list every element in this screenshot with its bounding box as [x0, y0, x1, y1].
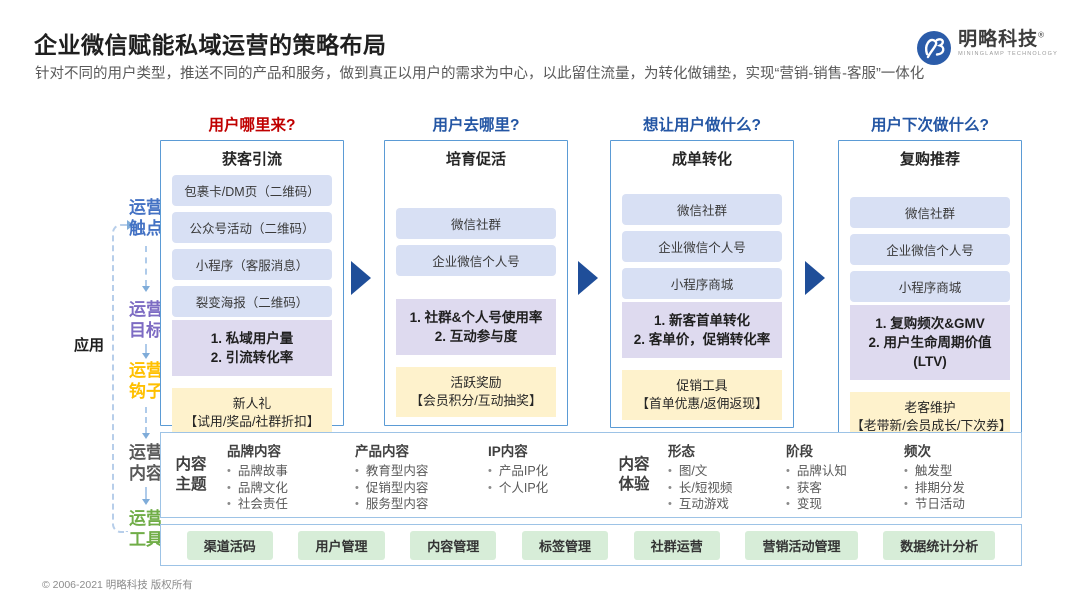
content-group-frequency: 频次 •触发型 •排期分发 •节日活动: [904, 444, 965, 511]
page-title: 企业微信赋能私域运营的策略布局: [34, 32, 387, 58]
bullet-icon: •: [488, 465, 492, 477]
touchpoint-chip: 小程序商城: [622, 268, 782, 299]
tools-section: 渠道活码 用户管理 内容管理 标签管理 社群运营 营销活动管理 数据统计分析: [160, 524, 1022, 566]
touchpoint-chip: 小程序（客服消息）: [172, 249, 332, 280]
tool-content-management: 内容管理: [410, 530, 497, 560]
bullet-icon: •: [227, 481, 231, 494]
touchpoint-chip: 企业微信个人号: [396, 245, 556, 276]
content-experience-label: 内容体验: [618, 456, 650, 493]
rail-label-tools: 运营工具: [129, 509, 163, 549]
touchpoint-list: 微信社群 企业微信个人号 小程序商城: [611, 191, 793, 302]
registered-mark: ®: [1038, 30, 1046, 40]
rail-label-hooks: 运营钩子: [129, 361, 163, 401]
mininglamp-logo-icon: [916, 30, 952, 71]
mininglamp-logo: 明略科技® MININGLAMP TECHNOLOGY: [916, 30, 1058, 71]
content-group-ip: IP内容 •产品IP化 •个人IP化: [488, 444, 549, 495]
bullet-icon: •: [668, 465, 672, 477]
content-group-format: 形态 •图/文 •长/短视频 •互动游戏: [668, 444, 733, 511]
touchpoint-chip: 微信社群: [850, 197, 1010, 228]
tool-community-ops: 社群运营: [633, 530, 720, 560]
stage-title: 获客引流: [221, 151, 282, 168]
question-next: 用户下次做什么?: [871, 117, 989, 134]
bullet-icon: •: [904, 481, 908, 494]
copyright-text: © 2006-2021 明略科技 版权所有: [42, 579, 193, 591]
tool-campaign-management: 营销活动管理: [745, 530, 858, 560]
bullet-icon: •: [355, 465, 359, 477]
question-action: 想让用户做什么?: [643, 117, 761, 134]
content-theme-label: 内容主题: [175, 456, 207, 493]
hook-box: 新人礼【试用/奖品/社群折扣】: [172, 388, 332, 438]
bullet-icon: •: [355, 481, 359, 494]
content-group-stage: 阶段 •品牌认知 •获客 •变现: [786, 444, 847, 511]
content-group-brand: 品牌内容 •品牌故事 •品牌文化 •社会责任: [227, 444, 288, 511]
touchpoint-chip: 企业微信个人号: [622, 231, 782, 262]
down-arrow-icon: [142, 344, 150, 359]
touchpoint-chip: 公众号活动（二维码）: [172, 212, 332, 243]
down-arrow-icon: [142, 407, 150, 439]
tool-tag-management: 标签管理: [521, 530, 608, 560]
content-group-product: 产品内容 •教育型内容 •促销型内容 •服务型内容: [355, 444, 429, 511]
bullet-icon: •: [786, 465, 790, 477]
page-subtitle: 针对不同的用户类型，推送不同的产品和服务，做到真正以用户的需求为中心，以此留住流…: [35, 66, 925, 82]
tool-data-analytics: 数据统计分析: [883, 530, 996, 560]
question-where-to: 用户去哪里?: [432, 117, 520, 134]
stage-title: 培育促活: [445, 151, 506, 168]
bracket-arrow-icon: [127, 220, 134, 230]
flow-arrow-icon: [805, 261, 825, 295]
touchpoint-chip: 小程序商城: [850, 271, 1010, 302]
rail-label-touchpoints: 运营触点: [129, 198, 163, 238]
logo-subtext: MININGLAMP TECHNOLOGY: [958, 51, 1058, 57]
touchpoint-list: 微信社群 企业微信个人号 小程序商城: [839, 194, 1021, 305]
tool-user-management: 用户管理: [298, 530, 385, 560]
touchpoint-chip: 包裹卡/DM页（二维码）: [172, 175, 332, 206]
touchpoint-list: 微信社群 企业微信个人号: [385, 205, 567, 279]
touchpoint-list: 包裹卡/DM页（二维码） 公众号活动（二维码） 小程序（客服消息） 裂变海报（二…: [161, 172, 343, 320]
hook-box: 促销工具【首单优惠/返佣返现】: [622, 370, 782, 420]
flow-arrow-icon: [351, 261, 371, 295]
flow-arrow-icon: [578, 261, 598, 295]
touchpoint-chip: 裂变海报（二维码）: [172, 286, 332, 317]
rail-label-goals: 运营目标: [129, 300, 163, 340]
bullet-icon: •: [668, 498, 672, 510]
bullet-icon: •: [227, 498, 231, 510]
stage-column-acquisition: 获客引流 包裹卡/DM页（二维码） 公众号活动（二维码） 小程序（客服消息） 裂…: [160, 140, 344, 438]
question-acquire: 用户哪里来?: [208, 117, 296, 134]
touchpoint-chip: 微信社群: [396, 208, 556, 239]
touchpoint-chip: 企业微信个人号: [850, 234, 1010, 265]
hook-box: 活跃奖励【会员积分/互动抽奖】: [396, 367, 556, 417]
bullet-icon: •: [904, 498, 908, 510]
bullet-icon: •: [227, 465, 231, 477]
tool-channel-code: 渠道活码: [186, 530, 273, 560]
down-arrow-icon: [142, 246, 150, 292]
down-arrow-icon: [142, 487, 150, 505]
logo-name: 明略科技®: [958, 29, 1046, 50]
bullet-icon: •: [668, 481, 672, 494]
apply-bracket: [112, 224, 128, 533]
bullet-icon: •: [786, 498, 790, 510]
apply-label: 应用: [74, 337, 105, 354]
touchpoint-chip: 微信社群: [622, 194, 782, 225]
rail-label-content: 运营内容: [129, 443, 163, 483]
stage-title: 复购推荐: [899, 151, 960, 168]
stage-title: 成单转化: [671, 151, 732, 168]
bullet-icon: •: [355, 498, 359, 510]
bullet-icon: •: [904, 465, 908, 477]
content-section: 内容主题 品牌内容 •品牌故事 •品牌文化 •社会责任 产品内容 •教育型内容 …: [160, 432, 1022, 518]
bullet-icon: •: [786, 481, 790, 494]
bullet-icon: •: [488, 481, 492, 494]
